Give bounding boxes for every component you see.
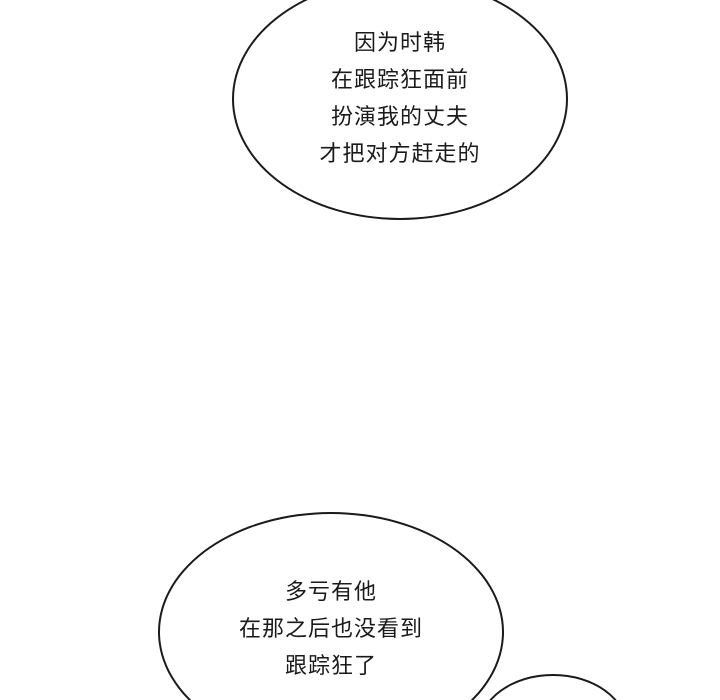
speech-bubble-top: 因为时韩 在跟踪狂面前 扮演我的丈夫 才把对方赶走的 (232, 0, 568, 220)
speech-bubble-bottom: 多亏有他 在那之后也没看到 跟踪狂了 (158, 512, 504, 700)
speech-line: 才把对方赶走的 (319, 142, 481, 167)
speech-bubble-top-text: 因为时韩 在跟踪狂面前 扮演我的丈夫 才把对方赶走的 (319, 25, 480, 173)
speech-bubble-bottom-text: 多亏有他 在那之后也没看到 跟踪狂了 (239, 574, 423, 685)
partial-speech-bubble (478, 674, 628, 700)
speech-line: 在跟踪狂面前 (330, 68, 469, 93)
speech-line: 在那之后也没看到 (238, 616, 423, 642)
speech-line: 扮演我的丈夫 (330, 105, 469, 130)
speech-line: 跟踪狂了 (284, 653, 377, 679)
speech-line: 多亏有他 (284, 579, 377, 605)
speech-line: 因为时韩 (353, 31, 446, 56)
